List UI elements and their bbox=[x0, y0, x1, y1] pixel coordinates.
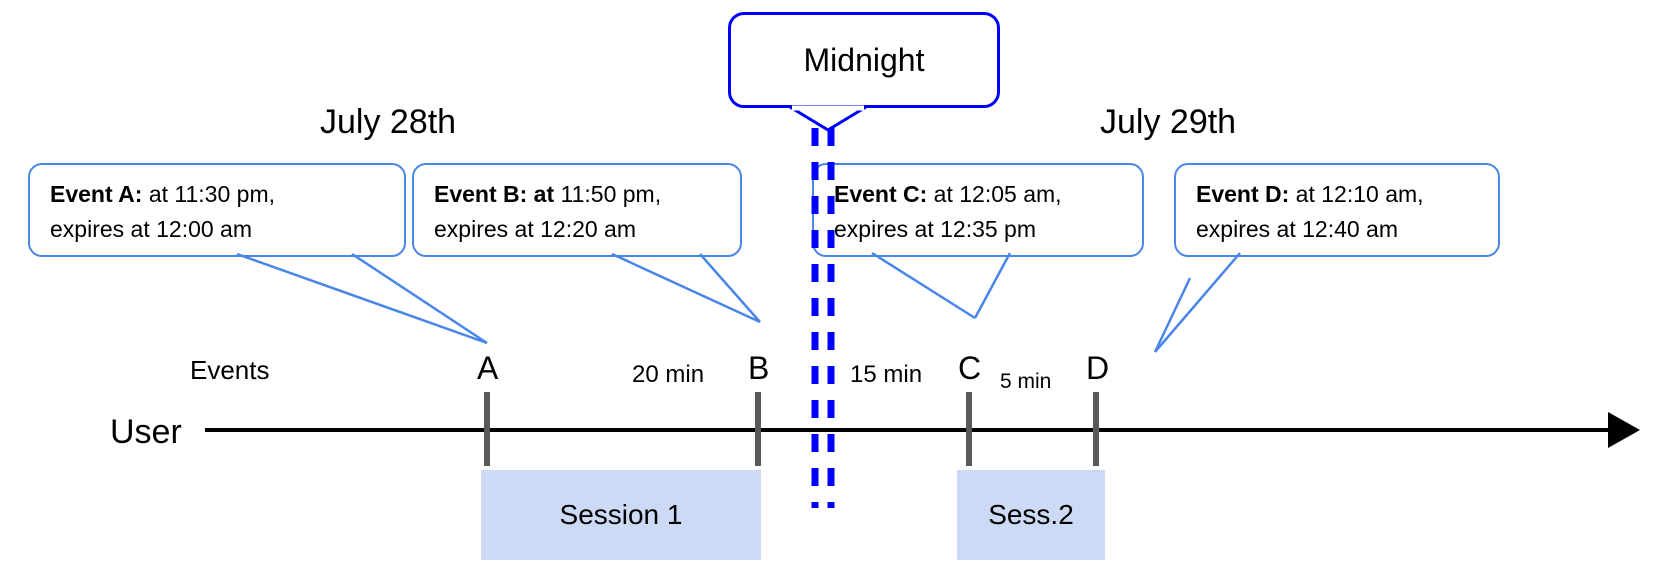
leader-event-d bbox=[1153, 252, 1241, 353]
session-block-1-label: Session 1 bbox=[559, 499, 683, 530]
callout-event-b-rest: 11:50 pm, bbox=[554, 181, 662, 207]
callout-event-b[interactable]: Event B: at 11:50 pm, expires at 12:20 a… bbox=[412, 163, 742, 257]
tick-mark-c bbox=[966, 392, 972, 466]
tick-label-c: C bbox=[958, 350, 982, 386]
callout-event-d-line1: Event D: at 12:10 am, bbox=[1196, 177, 1498, 212]
midnight-callout[interactable]: Midnight bbox=[728, 12, 1000, 108]
leader-event-a bbox=[236, 252, 488, 345]
leader-event-c bbox=[871, 251, 1012, 320]
callout-event-c[interactable]: Event C: at 12:05 am, expires at 12:35 p… bbox=[812, 163, 1144, 257]
callout-event-a-line2: expires at 12:00 am bbox=[50, 216, 253, 242]
callout-event-c-line1: Event C: at 12:05 am, bbox=[834, 177, 1142, 212]
midnight-label: Midnight bbox=[803, 42, 925, 78]
gap-label-ab: 20 min bbox=[632, 361, 705, 388]
callout-event-b-bold: Event B: at bbox=[434, 181, 555, 207]
callout-event-a-bold: Event A: bbox=[50, 181, 143, 207]
tick-label-b: B bbox=[748, 350, 770, 386]
leader-event-b bbox=[611, 252, 761, 324]
timeline-axis bbox=[205, 428, 1615, 432]
tick-mark-a bbox=[484, 392, 490, 466]
gap-label-cd: 5 min bbox=[1000, 370, 1052, 393]
callout-event-d-line2: expires at 12:40 am bbox=[1196, 216, 1399, 242]
session-block-1[interactable]: Session 1 bbox=[481, 470, 761, 560]
tick-label-d: D bbox=[1086, 350, 1110, 386]
callout-event-c-line2: expires at 12:35 pm bbox=[834, 216, 1037, 242]
tick-mark-b bbox=[755, 392, 761, 466]
callout-event-a-rest: at 11:30 pm, bbox=[142, 181, 275, 207]
callout-event-d-bold: Event D: bbox=[1196, 181, 1290, 207]
session-block-2-label: Sess.2 bbox=[988, 499, 1074, 530]
callout-event-a-line1: Event A: at 11:30 pm, bbox=[50, 177, 404, 212]
callout-event-d-rest: at 12:10 am, bbox=[1289, 181, 1424, 207]
row-label-events: Events bbox=[190, 355, 270, 385]
callout-event-c-rest: at 12:05 am, bbox=[927, 181, 1062, 207]
row-label-user: User bbox=[110, 413, 182, 451]
date-label-left: July 28th bbox=[320, 103, 457, 141]
gap-label-bc: 15 min bbox=[850, 361, 923, 388]
session-block-2[interactable]: Sess.2 bbox=[957, 470, 1105, 560]
callout-event-c-bold: Event C: bbox=[834, 181, 928, 207]
callout-event-d[interactable]: Event D: at 12:10 am, expires at 12:40 a… bbox=[1174, 163, 1500, 257]
callout-event-b-line2: expires at 12:20 am bbox=[434, 216, 637, 242]
callout-event-a[interactable]: Event A: at 11:30 pm, expires at 12:00 a… bbox=[28, 163, 406, 257]
date-label-right: July 29th bbox=[1100, 103, 1237, 141]
tick-mark-d bbox=[1093, 392, 1099, 466]
callout-event-b-line1: Event B: at 11:50 pm, bbox=[434, 177, 740, 212]
tick-label-a: A bbox=[477, 350, 499, 386]
